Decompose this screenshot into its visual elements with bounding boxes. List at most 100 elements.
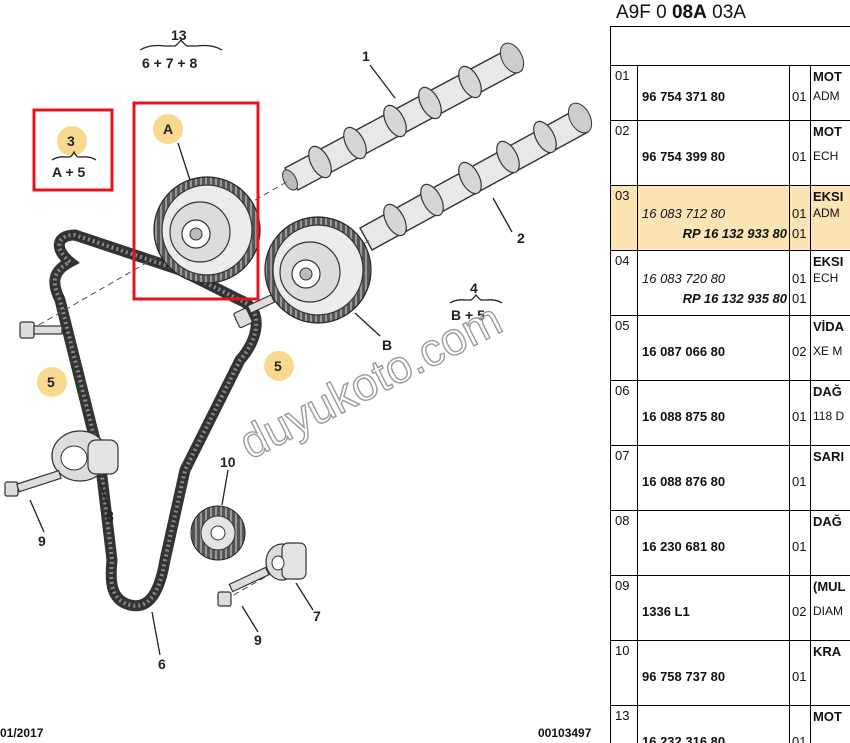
quantity: 02 xyxy=(792,344,807,359)
description-title: EKSI xyxy=(813,189,844,204)
camshaft-phaser-sprocket-B xyxy=(264,216,372,324)
catalog-ref-prefix: A9F 0 xyxy=(616,2,667,23)
part-number: 16 232 316 80 xyxy=(642,734,726,743)
description-cell: MOT xyxy=(810,705,850,743)
callout-5-left: 5 xyxy=(47,374,55,390)
part-number: 1336 L1 xyxy=(642,604,690,619)
part-number-cell: 96 754 399 80 xyxy=(637,120,790,186)
description-cell: DAĞ xyxy=(810,510,850,576)
item-index: 01 xyxy=(615,68,630,83)
quantity: 01 xyxy=(792,409,807,424)
callout-9-right: 9 xyxy=(254,632,262,648)
description-title: (MUL xyxy=(813,579,846,594)
quantity: 02 xyxy=(792,604,807,619)
quantity-cell: 01 xyxy=(789,380,811,446)
camshaft-intake-part-1 xyxy=(282,42,525,191)
callout-13: 13 xyxy=(171,27,187,43)
date-code: 01/2017 xyxy=(0,726,44,740)
callout-3: 3 xyxy=(67,133,75,149)
quantity: 01 xyxy=(792,734,807,743)
description-cell: EKSI ECH xyxy=(810,250,850,316)
quantity-cell: 01 xyxy=(789,510,811,576)
watermark: duyukoto.com xyxy=(231,293,510,469)
description-title: DAĞ xyxy=(813,384,842,399)
part-number-cell: 96 758 737 80 xyxy=(637,640,790,706)
exploded-parts-diagram: 1 2 4 5 5 6 7 8 9 9 10 13 3 A B 6 + 7 + … xyxy=(0,27,593,740)
camshaft-phaser-sprocket-A xyxy=(153,176,261,284)
figure-code: 00103497 xyxy=(538,726,592,740)
catalog-ref-bold: 08A xyxy=(671,2,707,23)
description-detail: ECH xyxy=(813,271,839,285)
item-index: 08 xyxy=(615,513,630,528)
timing-belt-part-6 xyxy=(49,229,262,612)
quantity-cell: 01 xyxy=(789,640,811,706)
quantity-cell: 01 xyxy=(789,705,811,743)
item-index-cell: 08 xyxy=(610,510,638,576)
part-number-cell: 16 088 876 80 xyxy=(637,445,790,511)
callout-1: 1 xyxy=(362,48,370,64)
item-index-cell: 07 xyxy=(610,445,638,511)
callout-A: A xyxy=(163,121,173,137)
idler-pulley-part-7 xyxy=(265,542,307,581)
description-title: MOT xyxy=(813,709,842,724)
item-index: 06 xyxy=(615,383,630,398)
catalog-reference: A9F 0 08A 03A xyxy=(610,0,850,26)
callout-10: 10 xyxy=(220,454,236,470)
replacement-part-number: RP 16 132 933 80 xyxy=(682,226,787,241)
catalog-ref-suffix: 03A xyxy=(712,2,746,23)
highlight-circles xyxy=(37,114,294,397)
item-index-cell: 05 xyxy=(610,315,638,381)
callout-4: 4 xyxy=(470,280,478,296)
quantity-replacement: 01 xyxy=(792,226,807,241)
item-index-cell: 02 xyxy=(610,120,638,186)
callout-8: 8 xyxy=(106,508,114,524)
item-index: 07 xyxy=(615,448,630,463)
part-number: 16 087 066 80 xyxy=(642,344,726,359)
quantity-cell: 01 xyxy=(789,65,811,121)
bolt-part-5-left xyxy=(19,321,63,339)
highlight-box-sprocket-A xyxy=(132,101,260,301)
bolt-part-5-right xyxy=(233,294,276,329)
table-row[interactable]: 13 16 232 316 80 01 MOT xyxy=(610,705,850,743)
quantity-cell: 02 xyxy=(789,315,811,381)
description-title: EKSI xyxy=(813,254,844,269)
part-number-cell: 16 088 875 80 xyxy=(637,380,790,446)
description-title: MOT xyxy=(813,124,842,139)
item-index-cell: 09 xyxy=(610,575,638,641)
item-index-cell: 03 xyxy=(610,185,638,251)
camshaft-exhaust-part-2 xyxy=(359,102,593,251)
item-index: 02 xyxy=(615,123,630,138)
quantity-cell: 01 xyxy=(789,120,811,186)
quantity-cell: 01 xyxy=(789,445,811,511)
item-index: 13 xyxy=(615,708,630,723)
part-number: 16 088 876 80 xyxy=(642,474,726,489)
quantity: 01 xyxy=(792,539,807,554)
part-number-cell: 16 230 681 80 xyxy=(637,510,790,576)
item-index-cell: 13 xyxy=(610,705,638,743)
quantity: 01 xyxy=(792,474,807,489)
group-3-contents: A + 5 xyxy=(52,164,86,180)
part-number: 16 083 720 80 xyxy=(642,271,726,286)
quantity-replacement: 01 xyxy=(792,291,807,306)
part-number: 96 754 371 80 xyxy=(642,89,726,104)
description-title: MOT xyxy=(813,69,842,84)
replacement-part-number: RP 16 132 935 80 xyxy=(682,291,787,306)
